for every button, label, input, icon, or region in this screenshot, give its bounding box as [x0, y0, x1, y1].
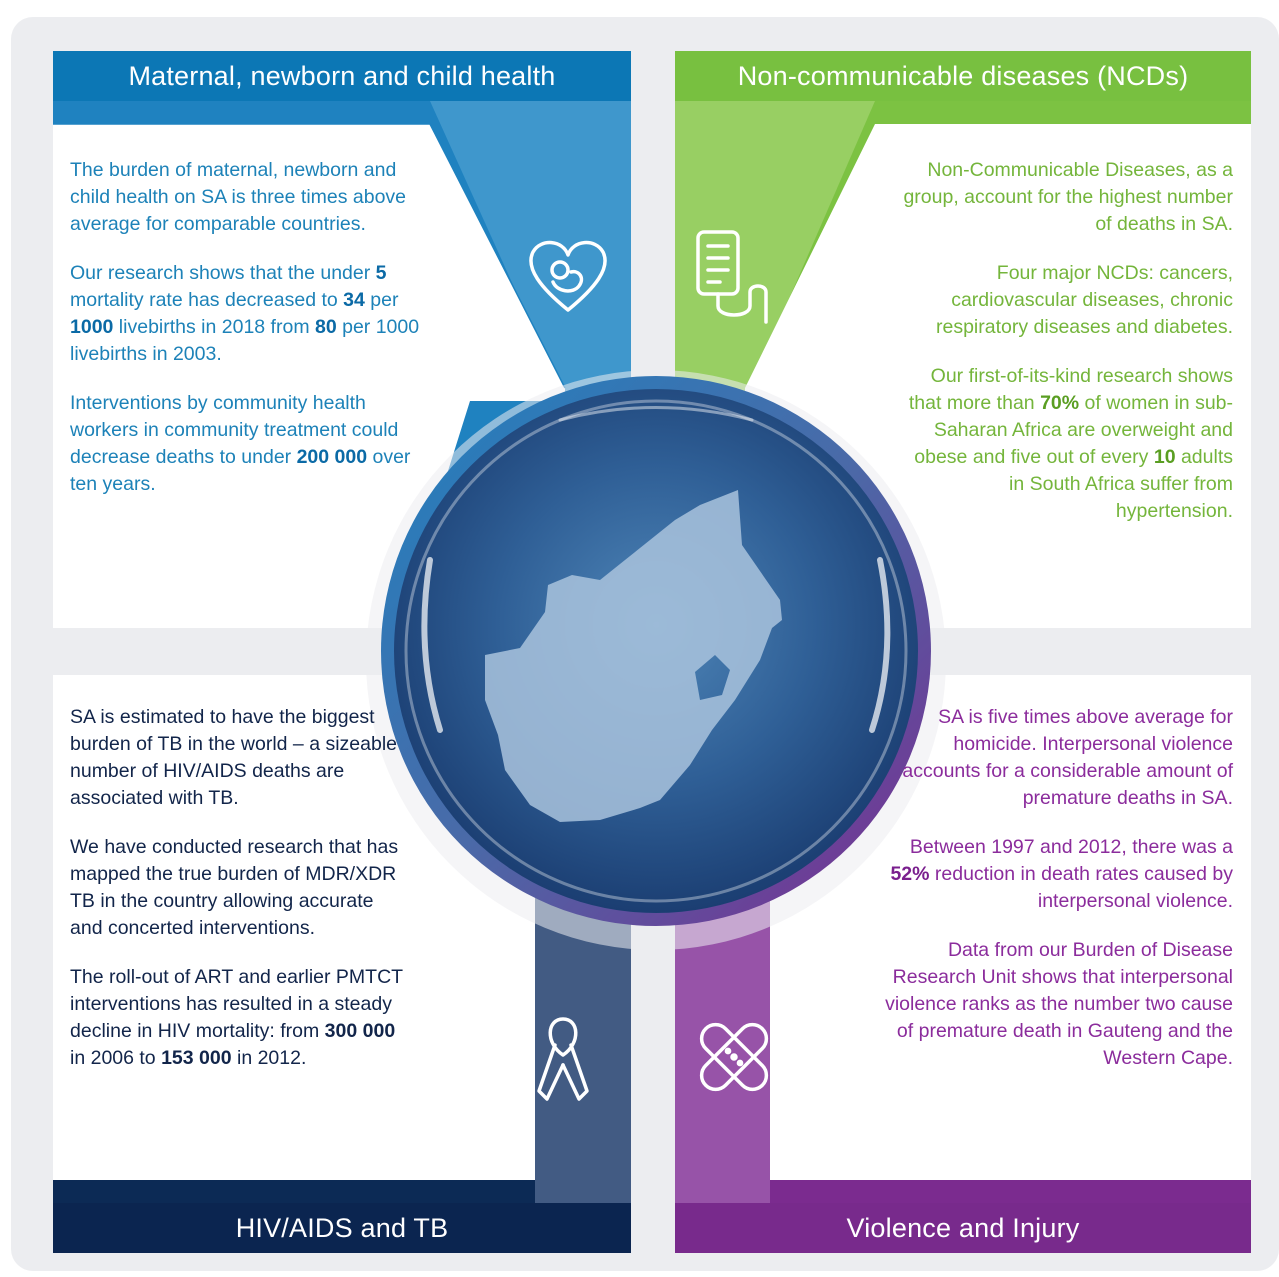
maternal-text: The burden of maternal, newborn and chil… [70, 157, 422, 520]
south-africa-map-icon [485, 490, 782, 822]
iv-drip-icon [696, 230, 768, 324]
violence-paragraph-2: Between 1997 and 2012, there was a 52% r… [890, 836, 1233, 912]
ncd-paragraph-1: Non-Communicable Diseases, as a group, a… [903, 159, 1233, 235]
violence-paragraph-3: Data from our Burden of Disease Research… [885, 939, 1233, 1069]
hiv-paragraph-2: We have conducted research that has mapp… [70, 836, 399, 939]
awareness-ribbon-icon [537, 1017, 589, 1101]
maternal-title: Maternal, newborn and child health [128, 60, 556, 91]
ncd-title: Non-communicable diseases (NCDs) [737, 60, 1189, 91]
bandage-icon [699, 1022, 769, 1092]
hiv-title: HIV/AIDS and TB [235, 1212, 449, 1243]
violence-text: SA is five times above average for homic… [880, 704, 1233, 1094]
maternal-paragraph-3: Interventions by community health worker… [70, 392, 411, 495]
violence-title: Violence and Injury [846, 1212, 1080, 1243]
maternal-paragraph-2: Our research shows that the under 5 mort… [70, 262, 420, 365]
heart-fetus-icon [529, 240, 607, 312]
ncd-text: Non-Communicable Diseases, as a group, a… [900, 157, 1233, 547]
hiv-paragraph-1: SA is estimated to have the biggest burd… [70, 706, 398, 809]
hiv-paragraph-3: The roll-out of ART and earlier PMTCT in… [70, 966, 403, 1069]
maternal-paragraph-1: The burden of maternal, newborn and chil… [70, 159, 407, 235]
violence-paragraph-1: SA is five times above average for homic… [902, 706, 1233, 809]
hiv-text: SA is estimated to have the biggest burd… [70, 704, 410, 1094]
ncd-paragraph-2: Four major NCDs: cancers, cardiovascular… [935, 262, 1233, 338]
ncd-paragraph-3: Our first-of-its-kind research shows tha… [908, 365, 1233, 522]
